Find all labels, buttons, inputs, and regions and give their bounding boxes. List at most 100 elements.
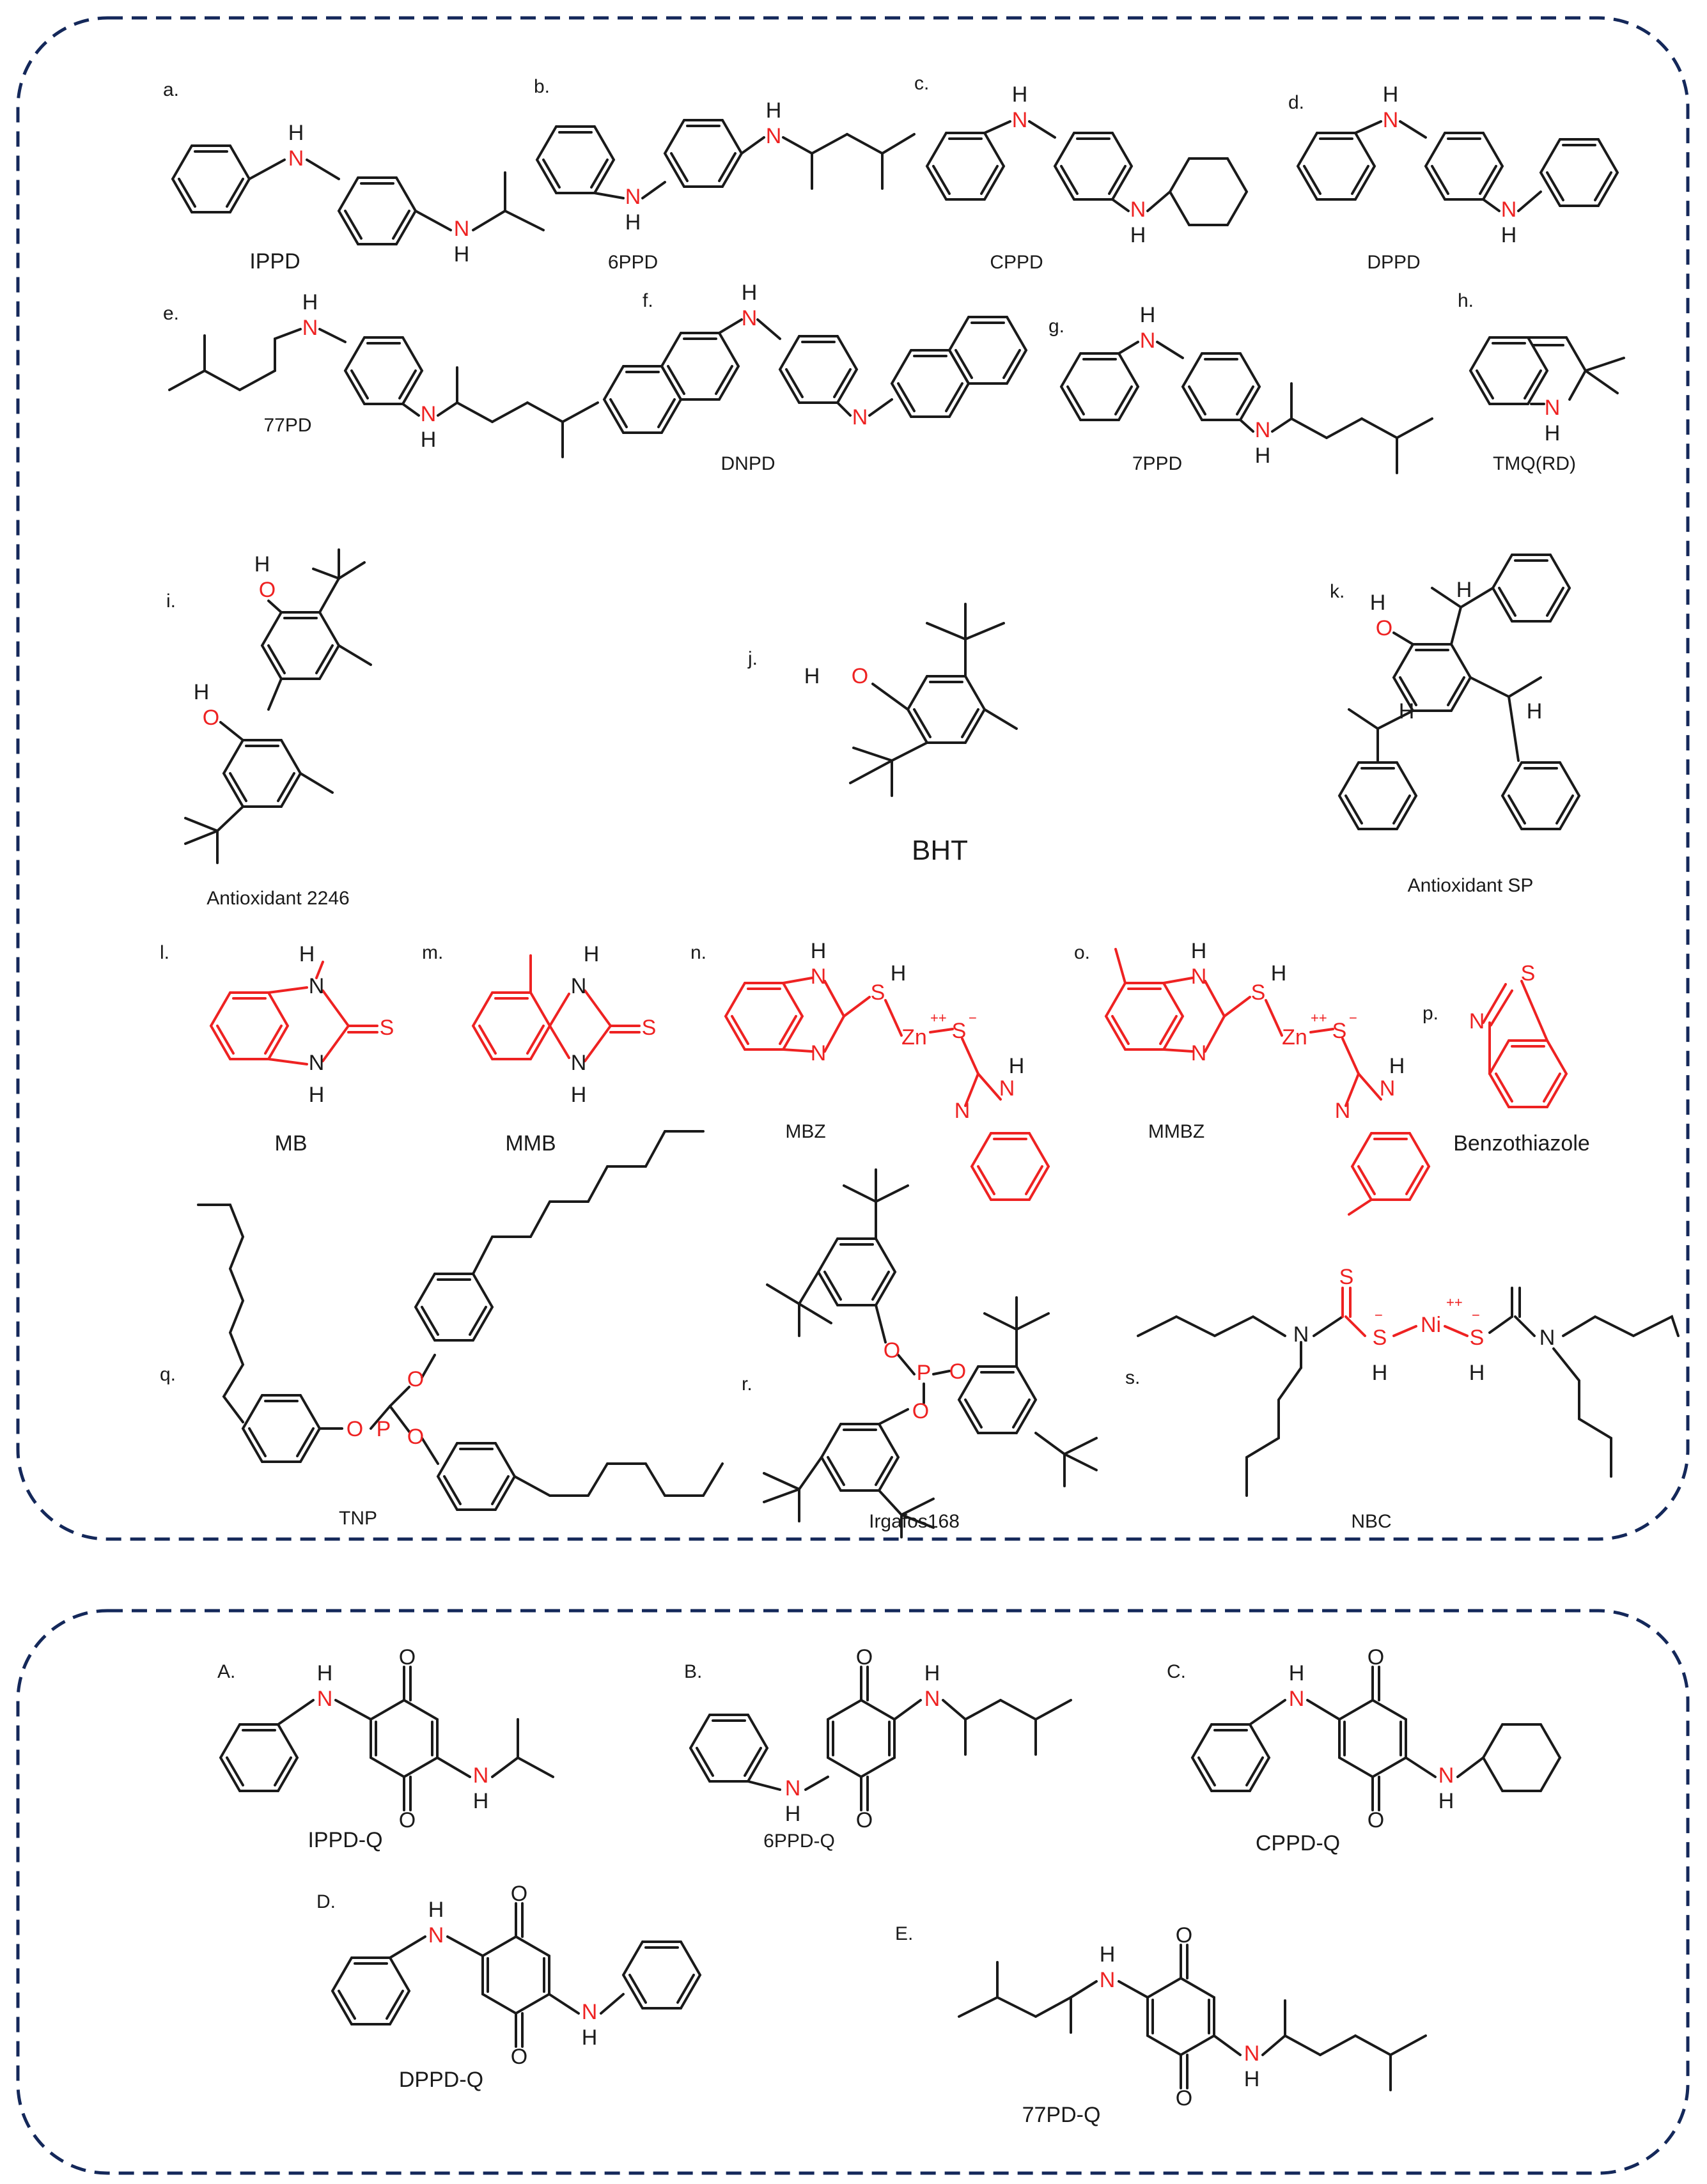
nh-atom: N bbox=[582, 2000, 598, 2024]
quinone-ring bbox=[370, 1666, 439, 1811]
compound-name: MBZ bbox=[785, 1121, 825, 1142]
compound-tag: b. bbox=[534, 76, 550, 97]
h-atom: H bbox=[785, 1802, 801, 1826]
naphthyl-ring bbox=[891, 349, 970, 418]
compound-name: 6PPD bbox=[608, 252, 658, 273]
phenyl-ring bbox=[1539, 138, 1619, 207]
o-atom: O bbox=[407, 1425, 424, 1449]
charge: ++ bbox=[930, 1010, 947, 1026]
h-atom: H bbox=[1501, 223, 1517, 247]
h-atom: H bbox=[924, 1661, 940, 1685]
cyclohexadienyl-ring bbox=[242, 1394, 321, 1463]
compound-r: r. O P O O Irgafos16 bbox=[742, 1168, 1098, 1538]
phenyl-ring bbox=[1297, 132, 1376, 201]
o-atom: O bbox=[1176, 1923, 1192, 1948]
compound-name: Antioxidant 2246 bbox=[207, 888, 350, 909]
compound-name: Benzothiazole bbox=[1453, 1131, 1590, 1156]
phenyl-ring bbox=[219, 1723, 299, 1792]
aryl-ring bbox=[817, 1237, 896, 1306]
oh-atom: O bbox=[203, 706, 219, 730]
s-atom: S bbox=[642, 1016, 657, 1040]
compound-name: 7PPD bbox=[1132, 453, 1182, 474]
n-atom: N bbox=[1335, 1099, 1351, 1123]
charge: − bbox=[1375, 1307, 1383, 1323]
phenyl-ring bbox=[1501, 761, 1580, 830]
h-atom: H bbox=[1012, 82, 1028, 107]
nh-atom: N bbox=[454, 217, 470, 241]
compound-name: MMB bbox=[505, 1131, 556, 1156]
h-atom: H bbox=[1372, 1361, 1388, 1385]
nh-atom: N bbox=[1012, 108, 1028, 132]
h-atom: H bbox=[1527, 699, 1543, 724]
compound-tag: B. bbox=[684, 1661, 702, 1682]
phenyl-ring bbox=[1191, 1723, 1270, 1792]
compound-B: B. O O N H N H 6PPD-Q bbox=[684, 1645, 1072, 1852]
nh-atom: N bbox=[1438, 1763, 1454, 1788]
nh-atom: N bbox=[317, 1687, 333, 1711]
nh-atom: N bbox=[1130, 197, 1146, 222]
phenylene-ring bbox=[1424, 132, 1504, 201]
phenol-ring bbox=[261, 611, 340, 680]
compound-l: l. N H N H S MB bbox=[160, 942, 394, 1156]
h-atom: H bbox=[584, 942, 600, 966]
nh-atom: N bbox=[288, 146, 304, 171]
aryl-ring bbox=[958, 1365, 1037, 1434]
nh-atom: N bbox=[766, 124, 782, 148]
nh-atom: N bbox=[811, 964, 827, 989]
phenyl-ring bbox=[331, 1956, 410, 2025]
h-atom: H bbox=[1469, 1361, 1485, 1385]
quinone-ring bbox=[1338, 1666, 1407, 1811]
compound-tag: A. bbox=[217, 1661, 235, 1682]
o-atom: O bbox=[856, 1645, 873, 1669]
phenyl-ring bbox=[171, 144, 251, 213]
o-atom: O bbox=[399, 1645, 416, 1669]
h-atom: H bbox=[317, 1661, 333, 1685]
h-atom: H bbox=[1100, 1942, 1116, 1967]
compound-tag: E. bbox=[895, 1923, 913, 1944]
compound-tag: C. bbox=[1167, 1661, 1186, 1682]
benzimidazole-ring bbox=[970, 1132, 1050, 1201]
p-atom: P bbox=[917, 1361, 931, 1385]
nh-atom: N bbox=[1501, 197, 1517, 222]
nh-atom: N bbox=[1383, 108, 1399, 132]
naphthyl-ring bbox=[603, 365, 682, 434]
nh-atom: N bbox=[473, 1763, 489, 1788]
n-atom: N bbox=[571, 974, 587, 998]
compound-tag: e. bbox=[163, 303, 179, 324]
h-atom: H bbox=[428, 1898, 444, 1922]
h-atom: H bbox=[1130, 223, 1146, 247]
compound-c: c. N H N H CPPD bbox=[914, 73, 1248, 273]
nh-atom: N bbox=[421, 402, 437, 426]
h-atom: H bbox=[288, 121, 304, 145]
compound-name: BHT bbox=[912, 835, 968, 866]
compound-name: IPPD-Q bbox=[308, 1828, 382, 1852]
h-atom: H bbox=[302, 290, 318, 314]
phenylene-ring bbox=[664, 119, 743, 188]
cyclohexyl-ring bbox=[1482, 1723, 1561, 1792]
s-atom: S bbox=[380, 1016, 394, 1040]
benzimidazole-ring bbox=[210, 991, 289, 1060]
s-atom: S bbox=[1470, 1326, 1485, 1350]
phenyl-ring bbox=[414, 1273, 494, 1342]
o-atom: O bbox=[912, 1399, 929, 1423]
h-atom: H bbox=[766, 98, 782, 123]
oh-atom: O bbox=[259, 578, 276, 602]
compound-i: i. O H O H Antioxidant 2246 bbox=[166, 548, 372, 909]
h-atom: H bbox=[309, 1083, 325, 1107]
benzimidazole-ring bbox=[1351, 1132, 1430, 1201]
s-atom: S bbox=[1339, 1265, 1354, 1289]
compound-name: Antioxidant SP bbox=[1408, 875, 1534, 896]
compound-p: p. N S Benzothiazole bbox=[1422, 961, 1590, 1156]
phenylene-ring bbox=[338, 176, 417, 245]
benzimidazole-ring bbox=[724, 982, 804, 1051]
h-atom: H bbox=[742, 281, 758, 305]
compound-h: h. N H TMQ(RD) bbox=[1458, 290, 1625, 474]
compound-tag: l. bbox=[160, 942, 169, 963]
h-atom: H bbox=[1255, 444, 1271, 468]
quinone-ring bbox=[827, 1666, 896, 1811]
n-atom: N bbox=[571, 1051, 587, 1075]
phenyl-ring bbox=[689, 1714, 768, 1783]
compound-name: NBC bbox=[1351, 1511, 1391, 1532]
h-atom: H bbox=[1271, 961, 1287, 986]
compound-k: k. O H H H H Antioxidant SP bbox=[1330, 554, 1580, 896]
